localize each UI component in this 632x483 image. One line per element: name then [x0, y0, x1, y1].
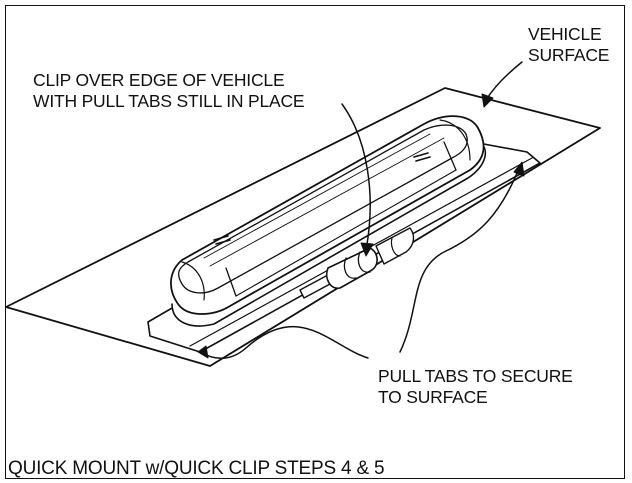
light-bar [170, 115, 487, 327]
clip-leader-arrow [341, 103, 374, 257]
clip-over-edge-label-line-1: CLIP OVER EDGE OF VEHICLE [33, 70, 285, 90]
vehicle-surface-label-line-2: SURFACE [528, 45, 610, 65]
pull-tabs-label-line-2: TO SURFACE [378, 387, 488, 407]
clip-over-edge-label-line-2: WITH PULL TABS STILL IN PLACE [33, 91, 305, 111]
pull-tabs-label-line-1: PULL TABS TO SECURE [378, 366, 573, 386]
vehicle-surface-label-line-1: VEHICLE [528, 24, 602, 44]
figure-caption: QUICK MOUNT w/QUICK CLIP STEPS 4 & 5 [8, 458, 385, 479]
clip-over-edge-label: CLIP OVER EDGE OF VEHICLE WITH PULL TABS… [33, 70, 305, 112]
figure-frame [5, 5, 625, 479]
pull-tabs-label: PULL TABS TO SECURE TO SURFACE [378, 366, 573, 408]
pull-tab-arrows [197, 161, 525, 359]
surface-leader-arrow [481, 61, 523, 108]
quick-clip [299, 227, 415, 299]
vehicle-surface-label: VEHICLE SURFACE [528, 24, 609, 66]
